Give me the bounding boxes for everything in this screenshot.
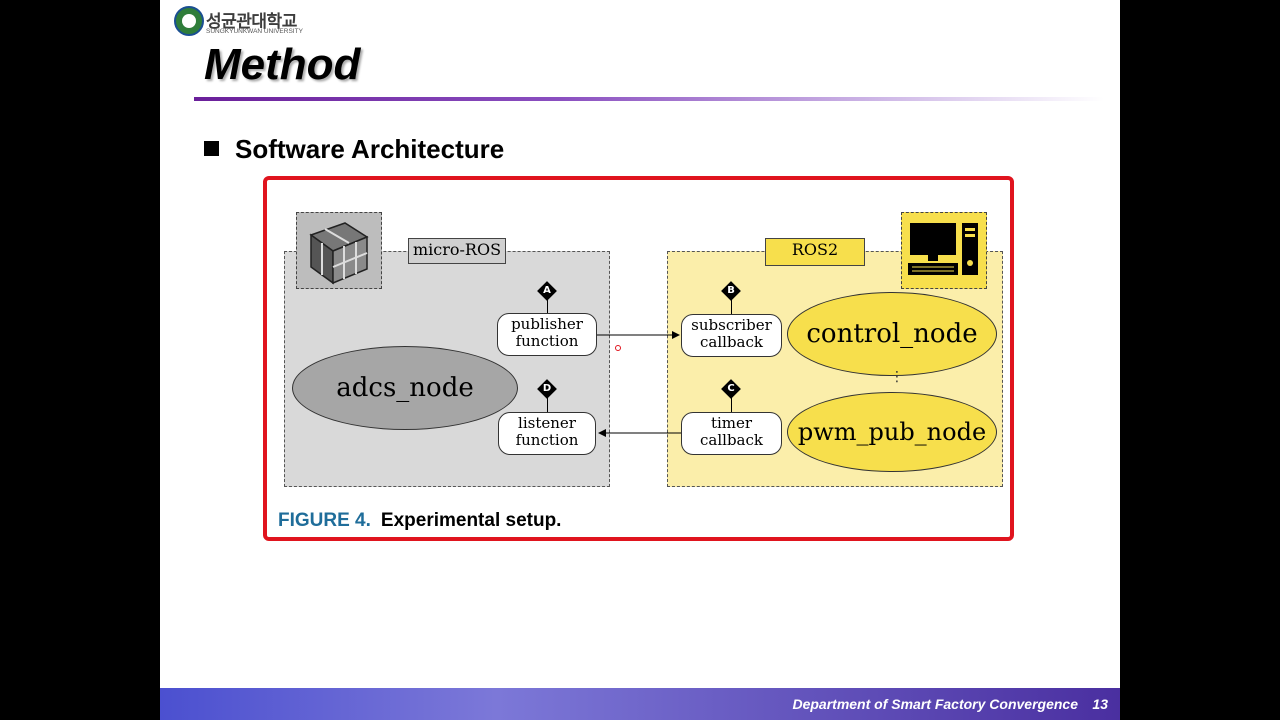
- arrows-layer: [597, 331, 681, 437]
- timer-callback: timer callback: [681, 412, 782, 455]
- title-divider: [194, 97, 1104, 101]
- pwm-pub-node-label: pwm_pub_node: [797, 418, 987, 446]
- slide-title: Method: [204, 40, 361, 89]
- publisher-line1: publisher: [511, 315, 583, 333]
- subscriber-callback: subscriber callback: [681, 314, 782, 357]
- logo-korean-text: 성균관대학교: [206, 12, 297, 32]
- marker-a: A: [537, 281, 557, 301]
- computer-icon: [901, 212, 987, 289]
- microros-label: micro-ROS: [408, 238, 506, 264]
- page-number: 13: [1092, 696, 1108, 712]
- control-node: control_node: [787, 292, 997, 376]
- bullet-text: Software Architecture: [235, 134, 505, 164]
- timer-line1: timer: [710, 414, 753, 432]
- red-pointer-dot: [615, 345, 621, 351]
- marker-c-stem: [731, 398, 732, 412]
- adcs-node-label: adcs_node: [336, 373, 474, 403]
- caption-text: Experimental setup.: [380, 510, 562, 531]
- bullet-square-icon: [204, 141, 219, 156]
- caption-label: FIGURE 4.: [278, 510, 371, 531]
- university-emblem-icon: [174, 6, 204, 36]
- listener-line1: listener: [518, 414, 576, 432]
- figure-caption: FIGURE 4. Experimental setup.: [278, 510, 561, 532]
- ros2-label: ROS2: [765, 238, 865, 266]
- marker-b: B: [721, 281, 741, 301]
- marker-b-stem: [731, 300, 732, 314]
- pwm-pub-node: pwm_pub_node: [787, 392, 997, 472]
- timer-line2: callback: [700, 431, 763, 449]
- marker-d: D: [537, 379, 557, 399]
- architecture-figure: micro-ROS ROS2 adcs_node control_node pw…: [263, 176, 1014, 541]
- ellipsis-dots: ⋮: [890, 369, 904, 385]
- cubesat-icon: [296, 212, 382, 289]
- slide: 성균관대학교 SUNGKYUNKWAN UNIVERSITY Method So…: [160, 0, 1120, 720]
- marker-c: C: [721, 379, 741, 399]
- university-logo: 성균관대학교 SUNGKYUNKWAN UNIVERSITY: [172, 6, 322, 40]
- control-node-label: control_node: [806, 319, 978, 349]
- publisher-function: publisher function: [497, 313, 597, 356]
- bullet-heading: Software Architecture: [204, 134, 504, 165]
- subscriber-line1: subscriber: [691, 316, 772, 334]
- marker-d-stem: [547, 398, 548, 412]
- adcs-node: adcs_node: [292, 346, 518, 430]
- footer-bar: Department of Smart Factory Convergence …: [160, 688, 1120, 720]
- footer-department: Department of Smart Factory Convergence: [792, 696, 1078, 712]
- marker-a-stem: [547, 300, 548, 313]
- publisher-line2: function: [515, 332, 579, 350]
- logo-english-text: SUNGKYUNKWAN UNIVERSITY: [206, 28, 303, 35]
- listener-function: listener function: [498, 412, 596, 455]
- listener-line2: function: [515, 431, 579, 449]
- subscriber-line2: callback: [700, 333, 763, 351]
